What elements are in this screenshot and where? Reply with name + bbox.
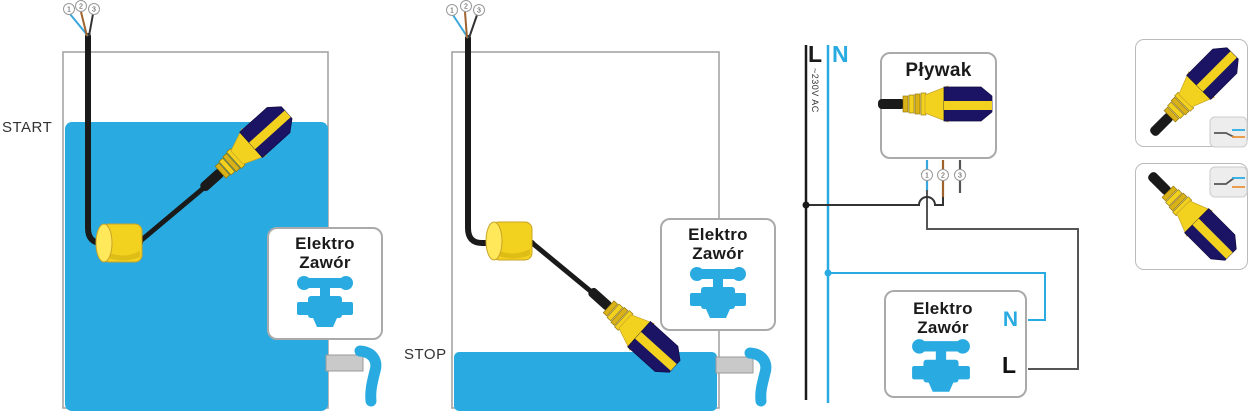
elektro-zawor-card-circuit: Elektro Zawór N L <box>884 290 1027 398</box>
wire-number-circle <box>937 169 949 181</box>
bus-l-label: L <box>808 41 823 67</box>
cable <box>465 35 535 246</box>
cable <box>85 33 143 246</box>
cable-wire-fan: 1 2 3 <box>446 0 485 39</box>
valve-icon <box>912 339 970 392</box>
float-assembly-stop: 1 2 3 <box>446 0 688 381</box>
svg-text:2: 2 <box>464 4 468 11</box>
float-position-up-plate <box>1135 39 1248 147</box>
svg-text:1: 1 <box>450 8 454 15</box>
valve-title-line1: Elektro <box>913 299 973 318</box>
svg-text:3: 3 <box>92 7 96 14</box>
counterweight <box>95 223 143 263</box>
plywak-card: Pływak <box>880 52 997 159</box>
valve-title-line1: Elektro <box>295 234 355 253</box>
junction-dot-l <box>802 201 810 209</box>
valve-title-line2: Zawór <box>917 318 969 338</box>
elektro-zawor-card-start: Elektro Zawór <box>267 227 383 340</box>
counterweight <box>485 221 533 261</box>
elektro-zawor-card-stop: Elektro Zawór <box>660 218 776 331</box>
float-position-down-plate <box>1135 163 1248 270</box>
valve-icon <box>690 267 746 319</box>
cable-wire-fan: 1 2 3 <box>63 0 100 37</box>
cable <box>135 183 209 246</box>
faucet-start <box>325 345 382 407</box>
valve-icon <box>297 276 353 328</box>
float-assembly-start: 1 2 3 <box>63 0 300 263</box>
valve-title-line1: Elektro <box>688 225 748 244</box>
cable <box>528 239 597 297</box>
stop-label: STOP <box>404 346 447 363</box>
valve-title-line2: Zawór <box>299 253 351 273</box>
valve-n-terminal: N <box>1002 308 1018 331</box>
svg-text:1: 1 <box>925 173 929 180</box>
wire-number-circle <box>473 4 485 16</box>
start-label: START <box>2 119 53 136</box>
svg-text:3: 3 <box>958 173 962 180</box>
wire-number-circle <box>460 0 472 12</box>
wire-number-circle <box>921 169 933 181</box>
svg-text:2: 2 <box>79 4 83 11</box>
wire-number-circle <box>88 3 100 15</box>
bus-n-label: N <box>832 41 849 67</box>
wire-number-circle <box>954 169 966 181</box>
wire-number-circle <box>75 0 87 12</box>
valve-title-line2: Zawór <box>692 244 744 264</box>
voltage-label: ~230V AC <box>810 68 820 113</box>
svg-text:1: 1 <box>67 7 71 14</box>
svg-text:2: 2 <box>941 173 945 180</box>
wire-number-circle <box>63 3 75 15</box>
wire-number-circle <box>446 4 458 16</box>
valve-l-terminal: L <box>1001 352 1016 378</box>
faucet-stop <box>715 347 772 407</box>
l-feed-wire <box>806 196 944 206</box>
tank-stop-water <box>454 352 717 411</box>
svg-text:3: 3 <box>477 8 481 15</box>
plywak-title: Pływak <box>905 60 972 81</box>
float-switch <box>189 98 300 203</box>
junction-dot-n <box>824 269 832 277</box>
